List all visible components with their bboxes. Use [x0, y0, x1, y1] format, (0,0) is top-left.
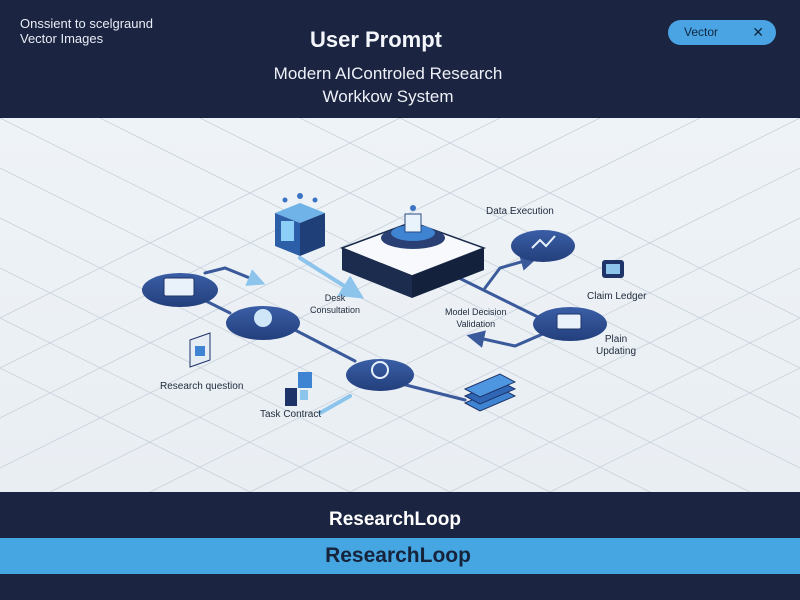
card-icon — [602, 260, 624, 278]
label-plain-updating: Plain Updating — [596, 334, 636, 358]
label-plain-line2: Updating — [596, 346, 637, 357]
subtitle-line2: Workkow System — [322, 87, 454, 106]
label-task-contract: Task Contract — [260, 409, 322, 420]
footer-title-blue: ResearchLoop — [0, 538, 800, 574]
target-node-icon[interactable] — [346, 359, 414, 391]
footer-title-dark: ResearchLoop — [0, 492, 800, 538]
subtitle-line1: Modern AIControled Research — [273, 64, 503, 83]
circuit-node-icon[interactable] — [226, 306, 300, 340]
ledger-node-icon[interactable] — [533, 307, 607, 341]
header-note: Onssient to scelgraund Vector Images — [20, 16, 153, 46]
header-bar: Onssient to scelgraund Vector Images Use… — [0, 0, 800, 118]
label-model-validation: Model Decision Validation — [445, 306, 507, 330]
stacked-layers-icon — [463, 373, 517, 412]
connector-circuit-to-target — [293, 328, 357, 363]
header-note-line2: Vector Images — [20, 31, 104, 46]
footer-bottom-band — [0, 574, 800, 600]
close-icon[interactable]: ✕ — [752, 24, 764, 40]
label-desk-line1: Desk — [324, 293, 346, 303]
diagram-canvas: Data Execution Claim Ledger Desk Consult… — [0, 118, 800, 492]
connector-ledger-to-model — [466, 330, 547, 348]
connector-server-to-desk — [298, 256, 365, 299]
label-data-execution: Data Execution — [486, 206, 554, 217]
label-model-line1: Model Decision — [445, 307, 507, 317]
vector-filter-chip[interactable]: Vector ✕ — [668, 20, 776, 45]
label-research-question: Research question — [160, 381, 244, 392]
connector-doc-to-server — [203, 266, 266, 286]
label-model-line2: Validation — [456, 319, 496, 329]
puzzle-icon — [189, 332, 211, 368]
label-desk-consultation: Desk Consultation — [310, 292, 360, 316]
label-plain-line1: Plain — [604, 334, 628, 345]
blocks-icon — [285, 372, 312, 406]
connector-target-to-chart — [396, 381, 467, 402]
connector-platform-to-exec — [483, 253, 539, 290]
connector-task-to-target — [318, 394, 352, 415]
document-node-icon[interactable] — [142, 273, 218, 307]
server-cube-icon[interactable] — [275, 193, 325, 256]
workflow-diagram — [0, 118, 800, 492]
connector-platform-to-ledger — [453, 274, 542, 320]
header-note-line1: Onssient to scelgraund — [20, 16, 153, 31]
label-claim-ledger: Claim Ledger — [587, 291, 647, 302]
isometric-grid — [0, 118, 800, 492]
label-desk-line2: Consultation — [310, 305, 361, 315]
vector-chip-label: Vector — [684, 25, 719, 39]
chart-node-icon[interactable] — [511, 230, 575, 262]
page-subtitle: Modern AIControled Research Workkow Syst… — [0, 62, 776, 108]
platform-icon[interactable] — [339, 205, 487, 298]
page-title: User Prompt — [309, 27, 443, 52]
